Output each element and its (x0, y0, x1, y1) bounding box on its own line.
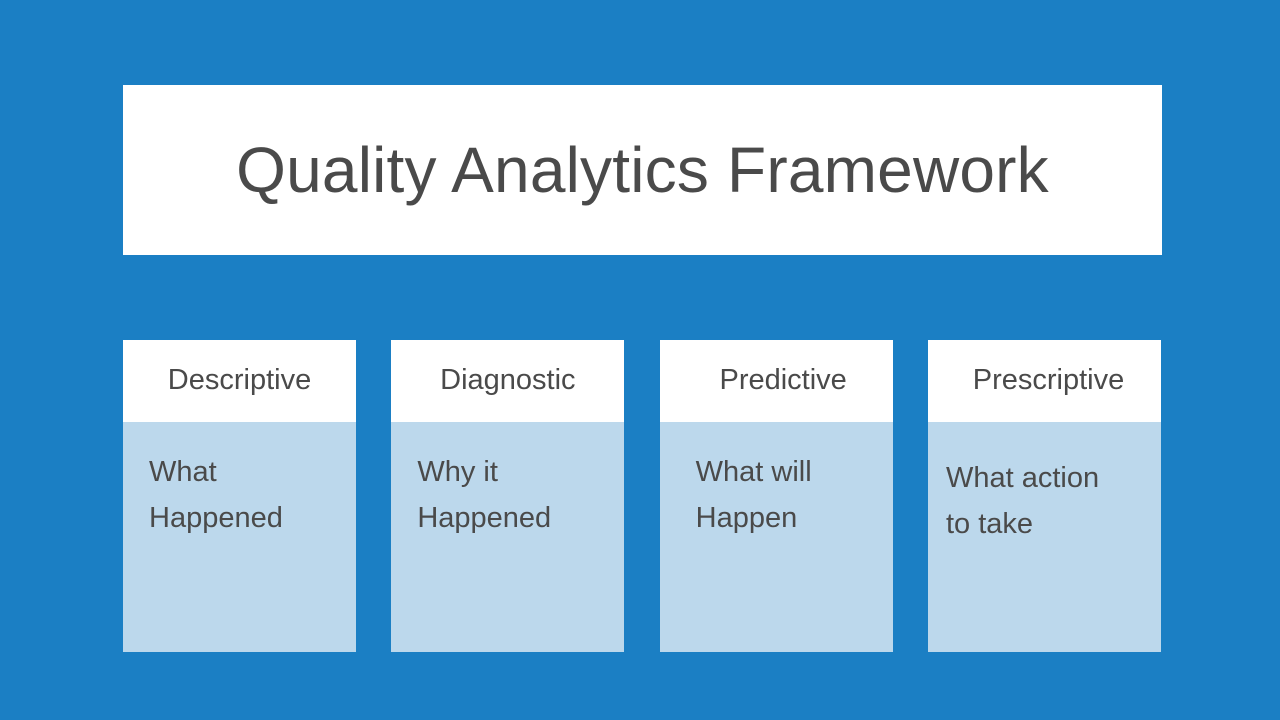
card-header-label: Prescriptive (972, 364, 1125, 397)
card-body-label: What will Happen (695, 456, 812, 534)
card-body-label: What action to take (945, 462, 1100, 540)
card-header-label: Diagnostic (440, 364, 576, 397)
card-body-predictive: What will Happen (659, 422, 893, 652)
card-body-label: Why it Happened (417, 456, 552, 534)
page-title: Quality Analytics Framework (236, 133, 1049, 206)
analytics-card-prescriptive[interactable]: Prescriptive What action to take (927, 340, 1161, 652)
card-header-label: Predictive (719, 364, 847, 397)
card-header-diagnostic: Diagnostic (391, 340, 625, 422)
card-header-descriptive: Descriptive (123, 340, 356, 422)
card-header-prescriptive: Prescriptive (927, 340, 1161, 422)
card-header-predictive: Predictive (659, 340, 893, 422)
analytics-card-descriptive[interactable]: Descriptive What Happened (123, 340, 356, 652)
card-body-descriptive: What Happened (123, 422, 356, 652)
analytics-card-predictive[interactable]: Predictive What will Happen (659, 340, 893, 652)
card-header-label: Descriptive (167, 364, 312, 397)
card-body-label: What Happened (149, 456, 283, 534)
card-body-prescriptive: What action to take (927, 422, 1161, 652)
title-banner: Quality Analytics Framework (123, 85, 1162, 255)
analytics-card-row: Descriptive What Happened Diagnostic Why… (123, 340, 1161, 652)
card-body-diagnostic: Why it Happened (391, 422, 625, 652)
analytics-card-diagnostic[interactable]: Diagnostic Why it Happened (391, 340, 625, 652)
